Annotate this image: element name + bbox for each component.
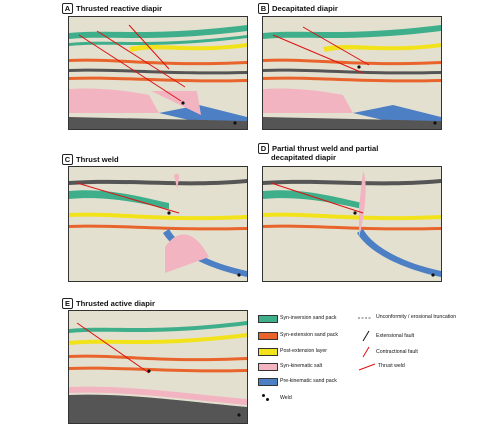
post-extension-swatch (258, 348, 278, 356)
section-c-svg (69, 167, 247, 281)
legend-label: Extensional fault (376, 333, 415, 339)
section-b-svg (263, 17, 441, 129)
weld-icon (262, 394, 269, 401)
legend-label: Unconformity / erosional truncation (376, 314, 457, 320)
contractional-fault-icon (362, 346, 370, 358)
syn-kinematic-salt-swatch (258, 363, 278, 371)
legend-label: Thrust weld (378, 363, 405, 369)
cross-section-d (262, 166, 442, 282)
legend-label: Post-extension layer (280, 348, 327, 354)
section-d-svg (263, 167, 441, 281)
legend-label: Pre-kinematic sand pack (280, 378, 337, 384)
pre-kinematic-swatch (258, 378, 278, 386)
section-a-svg (69, 17, 247, 129)
cross-section-c (68, 166, 248, 282)
syn-extension-swatch (258, 332, 278, 340)
cross-section-b (262, 16, 442, 130)
legend: Syn-inversion sand pack Syn-extension sa… (258, 312, 498, 412)
cross-section-e (68, 310, 248, 424)
legend-label: Syn-extension sand pack (280, 332, 338, 338)
legend-label: Syn-inversion sand pack (280, 315, 337, 321)
section-e-svg (69, 311, 247, 423)
syn-inversion-swatch (258, 315, 278, 323)
legend-label: Weld (280, 395, 292, 401)
legend-label: Contractional fault (376, 349, 418, 355)
extensional-fault-icon (362, 330, 370, 342)
thrust-weld-icon (358, 363, 376, 371)
legend-label: Syn-kinematic salt (280, 363, 323, 369)
dashed-line-icon (358, 317, 372, 319)
cross-section-a (68, 16, 248, 130)
